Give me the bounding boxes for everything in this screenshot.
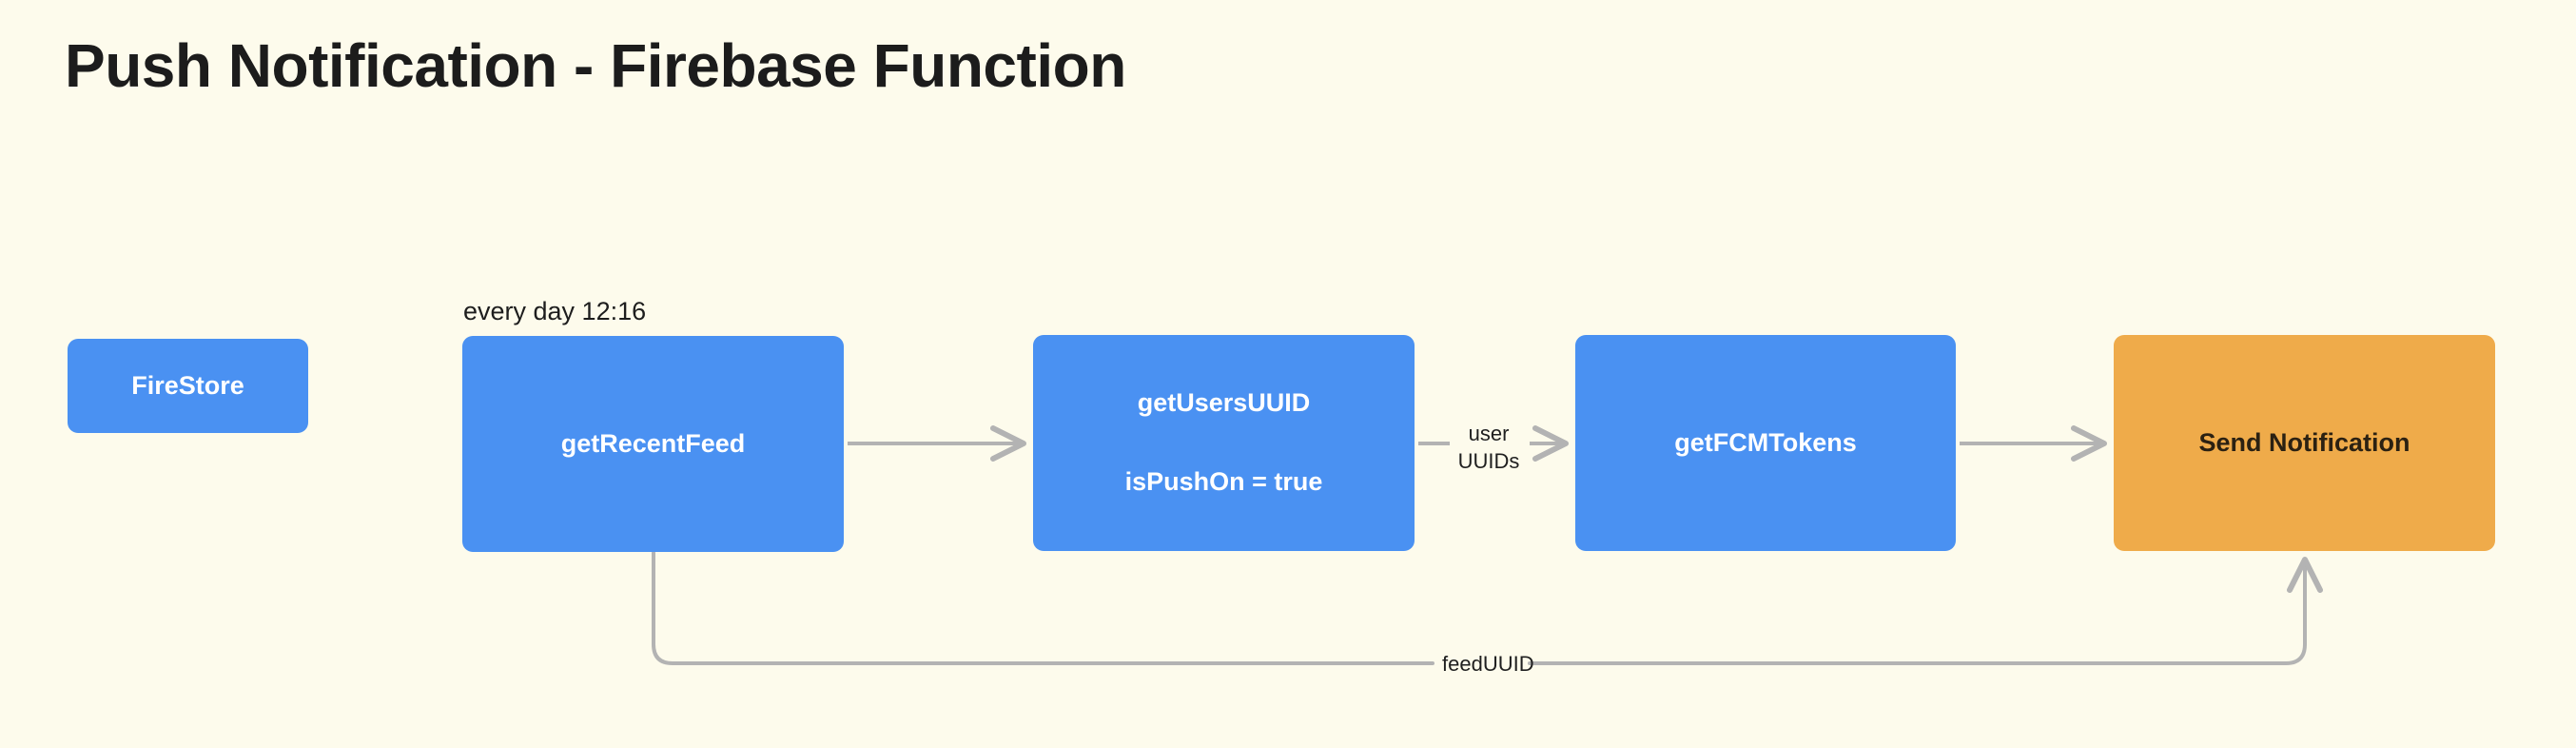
node-send-notification[interactable]: Send Notification [2114,335,2495,551]
node-get-recent-feed-label: getRecentFeed [560,428,746,458]
node-get-recent-feed[interactable]: getRecentFeed [462,336,844,552]
edge-feed-to-send-left [652,551,1434,665]
schedule-annotation: every day 12:16 [463,297,647,325]
node-get-fcm-tokens-label: getFCMTokens [1674,427,1857,457]
edge-feed-to-send-right [1528,557,2323,665]
edge-label-user-uuids: user UUIDs [1457,422,1520,474]
node-get-users-uuid[interactable]: getUsersUUID isPushOn = true [1033,335,1415,551]
node-get-fcm-tokens[interactable]: getFCMTokens [1575,335,1956,551]
edge-label-feed-uuid: feedUUID [1442,652,1534,676]
node-send-notification-label: Send Notification [2198,427,2410,457]
node-get-users-uuid-label: getUsersUUID [1137,388,1311,418]
node-get-users-uuid-sublabel: isPushOn = true [1124,467,1323,496]
node-firestore-label: FireStore [131,370,244,400]
page-title: Push Notification - Firebase Function [65,31,1126,100]
node-firestore[interactable]: FireStore [68,339,308,433]
